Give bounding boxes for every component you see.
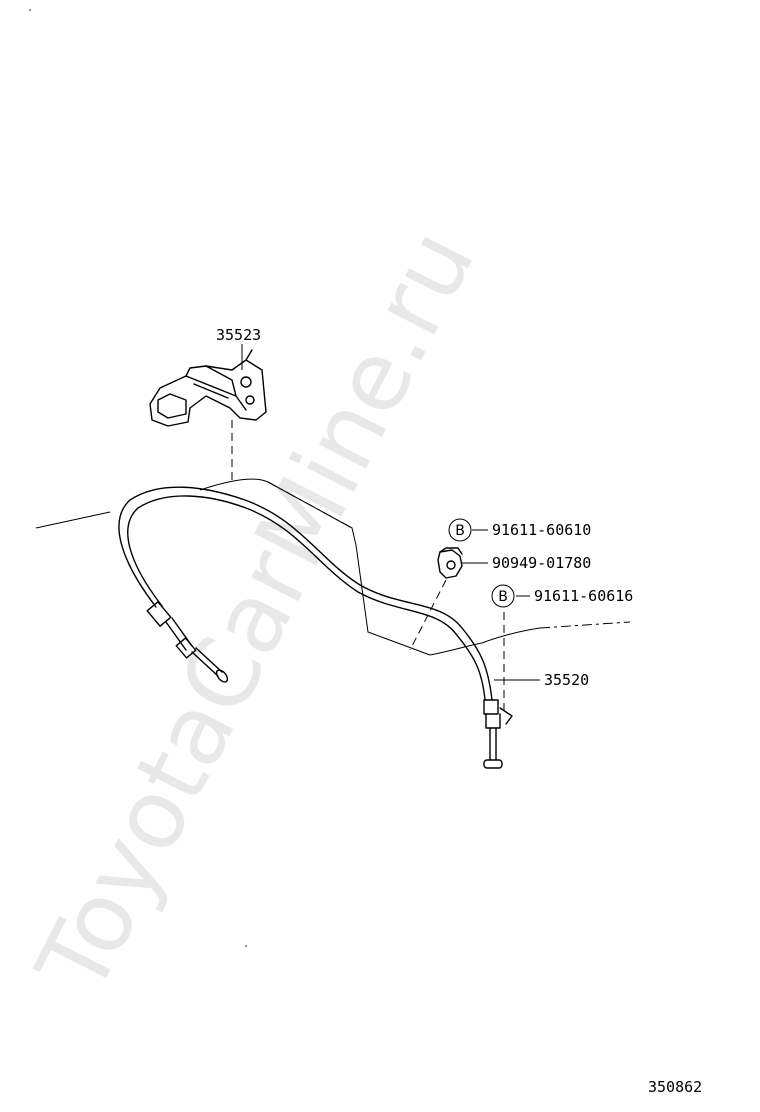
label-bracket-35523[interactable]: 35523	[216, 326, 261, 344]
label-clamp-90949-01780[interactable]: 90949-01780	[492, 554, 591, 572]
bracket-35523[interactable]	[149, 349, 267, 427]
cable-right-end-fitting	[483, 699, 513, 769]
cable-35520[interactable]	[118, 486, 513, 769]
label-cable-35520[interactable]: 35520	[544, 671, 589, 689]
body-outline	[35, 478, 631, 656]
leader-lines	[231, 344, 540, 712]
bolt-marker-upper-letter: B	[455, 523, 465, 539]
bolt-marker-lower-letter: B	[498, 589, 508, 605]
diagram-number: 350862	[648, 1078, 702, 1096]
bolt-marker-upper: B	[448, 518, 472, 542]
label-bolt-91611-60610[interactable]: 91611-60610	[492, 521, 591, 539]
specks	[29, 9, 247, 947]
cable-left-end-fitting	[146, 601, 229, 683]
clamp-90949-01780[interactable]	[437, 547, 463, 579]
bolt-marker-lower: B	[491, 584, 515, 608]
label-bolt-91611-60616[interactable]: 91611-60616	[534, 587, 633, 605]
